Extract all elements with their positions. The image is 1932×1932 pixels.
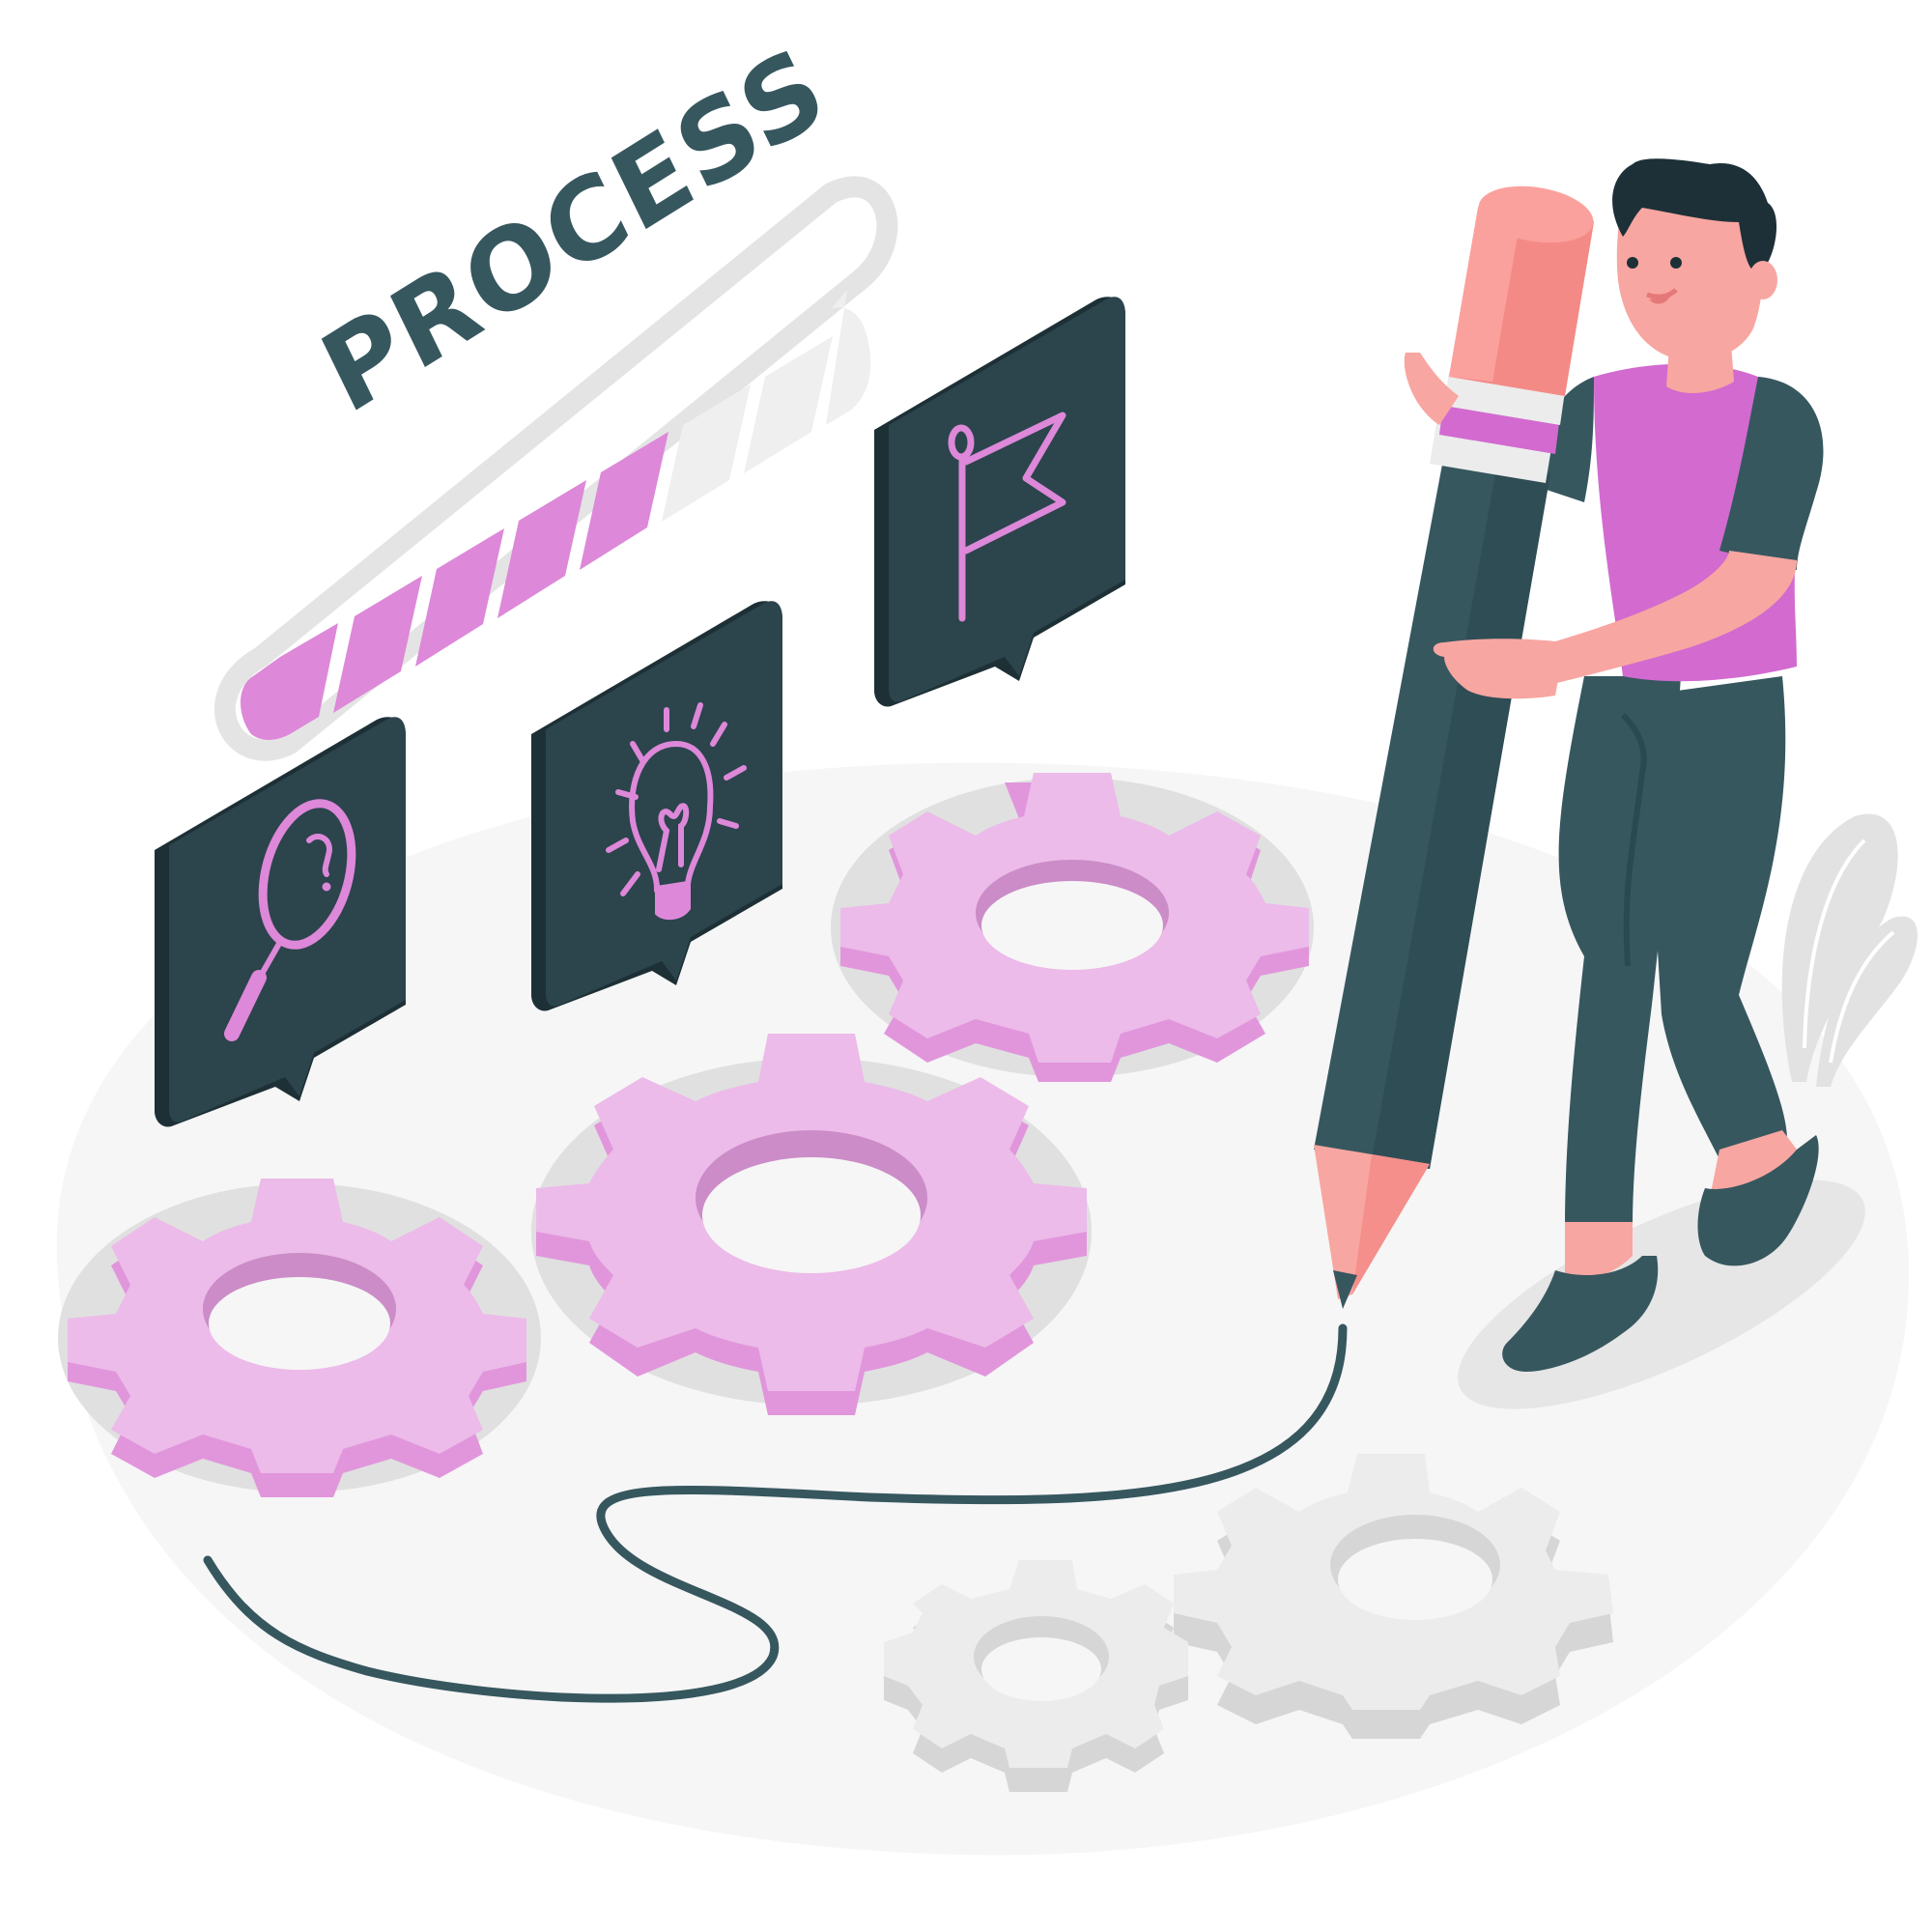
gear-pink-top [831, 773, 1314, 1082]
gear-pink-left [58, 1179, 541, 1497]
progress-filled-segments [240, 432, 668, 740]
eye-right [1670, 257, 1682, 269]
plant-leaves [1781, 813, 1918, 1087]
magnifier-question-icon [224, 799, 356, 1041]
card-flag [874, 297, 1125, 707]
drawn-line [203, 1323, 1348, 1703]
gear-pink-large [531, 1034, 1092, 1415]
gear-gray-small [884, 1560, 1188, 1792]
progress-bar [213, 176, 898, 761]
eye-left [1627, 257, 1638, 269]
process-title-text: PROCESS [304, 22, 845, 439]
gear-gray-large [1174, 1454, 1613, 1739]
process-title: PROCESS [304, 22, 845, 439]
card-magnifier [155, 717, 406, 1127]
flag-icon [948, 412, 1066, 622]
person [1502, 158, 1824, 1372]
hands [1404, 353, 1565, 699]
card-lightbulb [531, 601, 782, 1011]
lightbulb-icon [606, 702, 747, 921]
progress-empty-segments [662, 290, 871, 522]
